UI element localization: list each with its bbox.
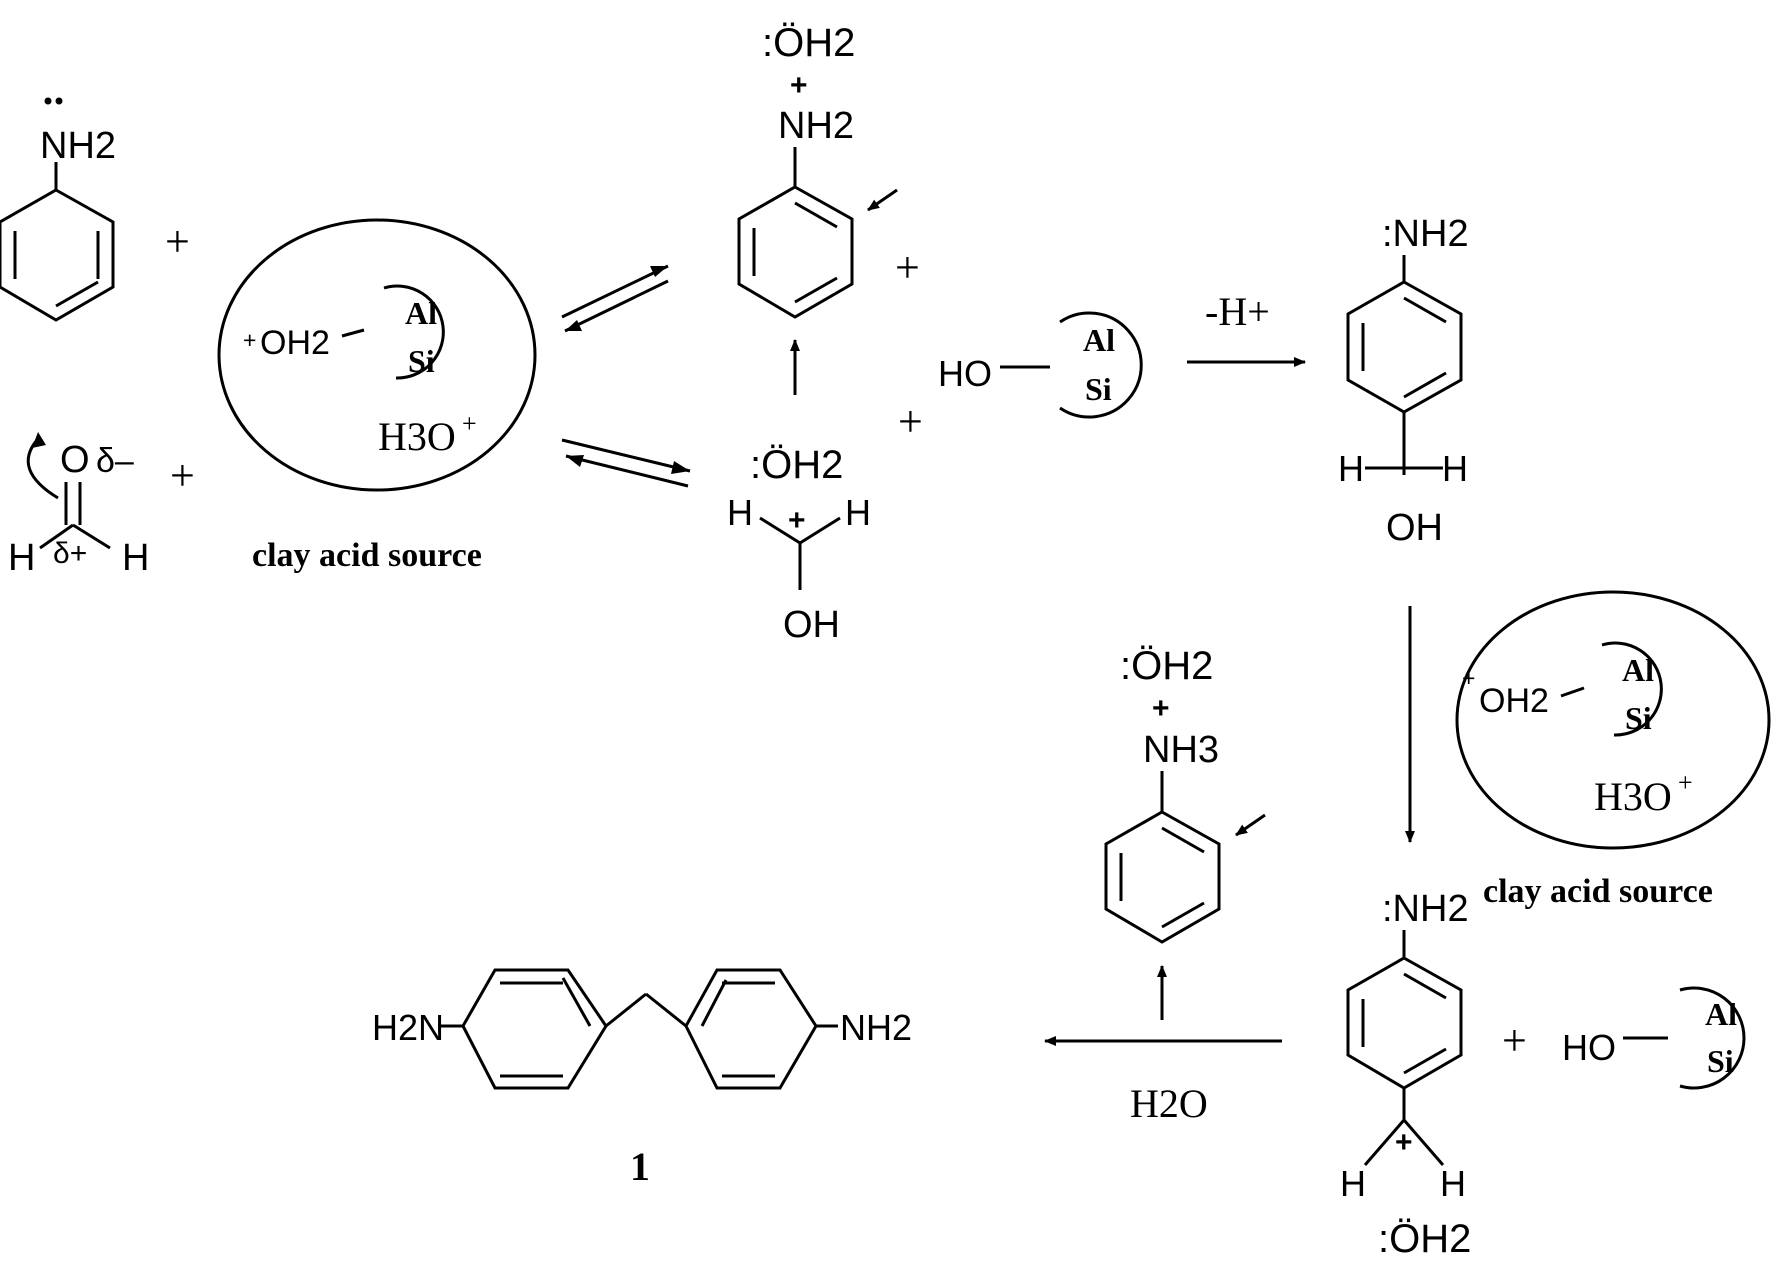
product-nh2: NH2	[840, 1007, 912, 1048]
clay-oh-1-al: Al	[1083, 322, 1115, 358]
abc-charge: +	[1395, 1126, 1413, 1159]
hydroxymethyl-cation: :ÖH2 H H + OH	[727, 443, 871, 646]
plus-1: +	[165, 217, 190, 266]
abc-h-right: H	[1440, 1163, 1466, 1204]
clay-2-plus: +	[1462, 665, 1475, 691]
aba-nh2: :NH2	[1382, 213, 1469, 255]
plus-5: +	[1502, 1016, 1527, 1065]
clay-1-caption: clay acid source	[252, 537, 482, 574]
product-label: 1	[630, 1144, 650, 1189]
equilibrium-upper	[561, 264, 669, 333]
aminobenzyl-cation: :NH2 + H H :ÖH2	[1340, 888, 1471, 1261]
deprotonation-label: -H+	[1205, 289, 1270, 334]
aba-oh: OH	[1386, 507, 1443, 549]
abc-h-left: H	[1340, 1163, 1366, 1204]
hm-charge: +	[788, 504, 806, 537]
clay-2-h3o: H3O	[1594, 774, 1672, 819]
clay-acid-source-2: + OH2 Al Si H3O +	[1455, 590, 1771, 850]
plus-2: +	[170, 451, 195, 500]
clay-1-h3o: H3O	[378, 414, 456, 459]
aminobenzyl-alcohol: :NH2 H H OH	[1338, 213, 1469, 549]
delta-minus: δ–	[96, 442, 134, 480]
product-h2n: H2N	[372, 1007, 444, 1048]
clay-1-plus: +	[243, 327, 256, 353]
hm-water: :ÖH2	[750, 443, 843, 487]
abc-water: :ÖH2	[1378, 1217, 1471, 1261]
plus-3: +	[895, 243, 920, 292]
clay-2-caption: clay acid source	[1483, 873, 1713, 910]
pa-nh2: NH2	[778, 105, 854, 147]
water-label: H2O	[1130, 1081, 1208, 1126]
abc-nh2: :NH2	[1382, 888, 1469, 930]
clay-oh-2-ho: HO	[1562, 1027, 1616, 1068]
formaldehyde: O δ– H δ+ H	[8, 432, 149, 579]
formaldehyde-h-right: H	[122, 537, 149, 579]
hm-oh: OH	[783, 604, 840, 646]
hm-h-left: H	[727, 492, 753, 533]
clay-2-si: Si	[1625, 700, 1652, 736]
clay-1-si: Si	[408, 343, 435, 379]
deprotonation-arrow: -H+	[1187, 289, 1306, 367]
water-loss-arrow: H2O	[1044, 1036, 1282, 1126]
pa2-nh3: NH3	[1143, 729, 1219, 771]
clay-2-al: Al	[1622, 652, 1654, 688]
product-1: H2N NH2 1	[372, 968, 912, 1189]
pa2-water: :ÖH2	[1120, 644, 1213, 688]
pa-charge: +	[790, 69, 808, 102]
clay-oh-1-ho: HO	[938, 353, 992, 394]
clay-oh-2-si: Si	[1707, 1043, 1734, 1079]
equilibrium-lower	[561, 438, 691, 488]
aba-h-left: H	[1338, 448, 1364, 489]
delta-plus: δ+	[53, 537, 87, 570]
protonated-aniline: :ÖH2 + NH2	[737, 21, 898, 395]
clay-oh-2: HO Al Si	[1562, 986, 1746, 1090]
clay-oh-1: HO Al Si	[938, 311, 1143, 419]
clay-2-h3o-charge: +	[1678, 768, 1693, 797]
clay-1-oh2: OH2	[260, 324, 330, 362]
pa2-charge: +	[1152, 692, 1170, 725]
plus-4: +	[898, 397, 923, 446]
pa-water: :ÖH2	[762, 21, 855, 65]
aba-h-right: H	[1442, 448, 1468, 489]
formaldehyde-h-left: H	[8, 537, 35, 579]
clay-oh-2-al: Al	[1705, 996, 1737, 1032]
clay-1-h3o-charge: +	[462, 409, 477, 438]
aniline-nh2: NH2	[40, 125, 116, 167]
hm-h-right: H	[845, 492, 871, 533]
protonated-aniline-2: :ÖH2 + NH3	[1104, 644, 1266, 1020]
aniline: NH2	[0, 97, 116, 322]
clay-1-al: Al	[405, 295, 437, 331]
clay-2-oh2: OH2	[1479, 682, 1549, 720]
formaldehyde-o: O	[60, 439, 90, 481]
clay-acid-source-1: + OH2 Al Si H3O +	[217, 218, 537, 492]
clay-oh-1-si: Si	[1085, 371, 1112, 407]
